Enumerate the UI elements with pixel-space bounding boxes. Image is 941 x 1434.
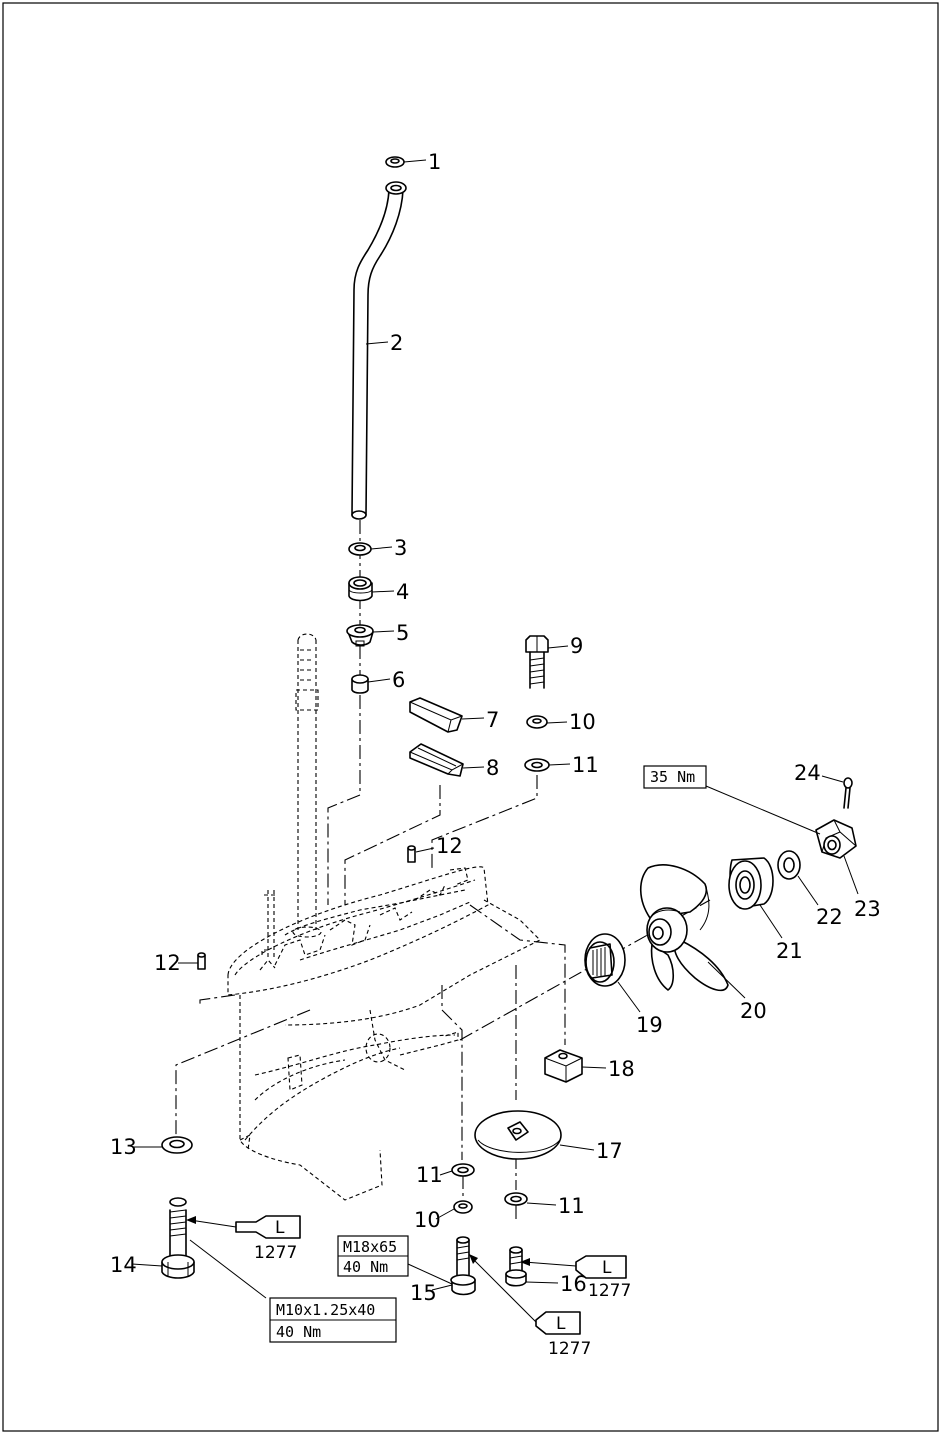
drive-shaft xyxy=(292,633,322,938)
spec-box-bolt15: M18x65 40 Nm xyxy=(337,1235,409,1277)
callout-23: 23 xyxy=(854,897,881,921)
callout-10-upper: 10 xyxy=(569,710,596,734)
callout-12-upper: 12 xyxy=(436,834,463,858)
callout-6: 6 xyxy=(392,668,405,692)
callout-7: 7 xyxy=(486,708,499,732)
part-21-spacer xyxy=(728,857,774,910)
chem15-code: 1277 xyxy=(548,1339,591,1359)
shift-rod-stub xyxy=(264,890,278,960)
part-4-grommet xyxy=(348,576,373,602)
callout-2: 2 xyxy=(390,331,403,355)
part-19-thrust-washer xyxy=(584,933,626,987)
chem15-letter: L xyxy=(556,1314,566,1334)
chem-label-bolt15: L 1277 xyxy=(548,1314,591,1359)
chem16-code: 1277 xyxy=(588,1281,631,1301)
callout-15: 15 xyxy=(410,1281,437,1305)
callout-11-right: 11 xyxy=(558,1194,585,1218)
bolt15-size: M18x65 xyxy=(343,1238,397,1256)
part-15-bolt xyxy=(450,1236,476,1296)
spec-box-prop-nut: 35 Nm xyxy=(643,765,707,789)
callout-4: 4 xyxy=(396,580,409,604)
spec-box-bolt14: M10x1.25x40 40 Nm xyxy=(269,1297,397,1343)
callout-11-middle: 11 xyxy=(416,1163,443,1187)
chem-label-bolt16: L 1277 xyxy=(588,1258,631,1301)
callout-22: 22 xyxy=(816,905,843,929)
callout-21: 21 xyxy=(776,939,803,963)
part-11-washer-a xyxy=(524,758,550,772)
part-18-anode-block xyxy=(544,1049,583,1083)
part-12-pin-upper xyxy=(407,845,416,863)
prop-nut-torque: 35 Nm xyxy=(650,768,695,786)
part-16-bolt xyxy=(505,1246,527,1287)
callout-numbers: 1 2 3 4 5 6 7 8 9 10 10 11 11 11 12 12 1… xyxy=(110,150,881,1305)
part-10-lockwasher-upper xyxy=(526,715,548,729)
part-2-water-tube xyxy=(351,181,407,520)
part-23-castle-nut xyxy=(815,819,857,859)
chem14-letter: L xyxy=(275,1218,285,1238)
part-14-bolt xyxy=(161,1197,195,1279)
part-6-bushing xyxy=(351,674,369,694)
callout-17: 17 xyxy=(596,1139,623,1163)
callout-20: 20 xyxy=(740,999,767,1023)
bolt14-torque: 40 Nm xyxy=(276,1323,321,1341)
callout-19: 19 xyxy=(636,1013,663,1037)
callout-11-upper: 11 xyxy=(572,753,599,777)
chemical-tube-bolt15 xyxy=(469,1254,581,1335)
chemical-tube-bolt14 xyxy=(186,1215,301,1239)
part-12-pin-left xyxy=(197,952,206,970)
part-13-washer xyxy=(161,1136,193,1154)
part-5-holder xyxy=(346,624,374,647)
gearcase-housing xyxy=(227,866,541,1201)
callout-13: 13 xyxy=(110,1135,137,1159)
part-11-washer-b xyxy=(451,1163,475,1177)
part-10-lockwasher-lower xyxy=(453,1200,473,1214)
part-17-plate xyxy=(474,1110,562,1160)
part-7-block xyxy=(409,697,463,733)
chemical-tube-bolt16 xyxy=(520,1255,627,1279)
callout-9: 9 xyxy=(570,634,583,658)
callout-14: 14 xyxy=(110,1253,137,1277)
callout-16: 16 xyxy=(560,1272,587,1296)
callout-10-lower: 10 xyxy=(414,1208,441,1232)
part-3-seal xyxy=(348,542,372,556)
center-lines xyxy=(175,520,711,1222)
part-1-grommet xyxy=(385,156,405,168)
part-20-propeller xyxy=(639,864,729,992)
part-22-washer xyxy=(777,850,801,880)
callout-24: 24 xyxy=(794,761,821,785)
part-8-bracket xyxy=(409,743,464,777)
callout-18: 18 xyxy=(608,1057,635,1081)
chem-label-bolt14: L 1277 xyxy=(254,1218,297,1263)
part-11-washer-c xyxy=(504,1192,528,1206)
part-9-bolt xyxy=(525,635,549,689)
callout-3: 3 xyxy=(394,536,407,560)
callout-12-left: 12 xyxy=(154,951,181,975)
chem14-code: 1277 xyxy=(254,1243,297,1263)
callout-leaders xyxy=(131,159,859,1299)
bolt14-size: M10x1.25x40 xyxy=(276,1301,375,1319)
callout-8: 8 xyxy=(486,756,499,780)
part-24-cotter-pin xyxy=(843,777,853,809)
callout-5: 5 xyxy=(396,621,409,645)
chem16-letter: L xyxy=(602,1258,612,1278)
bolt15-torque: 40 Nm xyxy=(343,1258,388,1276)
callout-1: 1 xyxy=(428,150,441,174)
